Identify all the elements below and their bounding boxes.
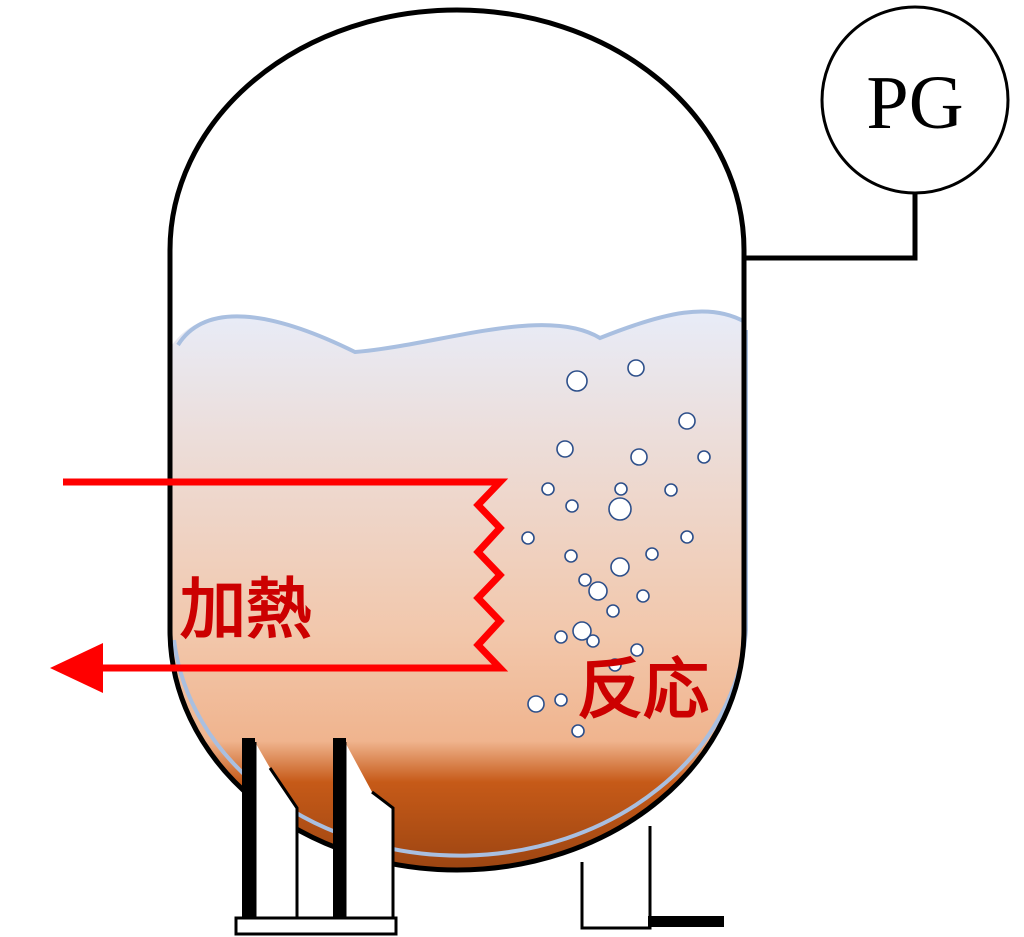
bubble	[565, 499, 579, 513]
bubble	[608, 658, 622, 672]
bubble	[630, 448, 648, 466]
bubble	[627, 359, 645, 377]
bubble	[556, 440, 574, 458]
bubble	[578, 573, 592, 587]
bubble	[566, 370, 588, 392]
bubble	[554, 630, 568, 644]
bubble	[610, 557, 630, 577]
liquid-edge-line	[172, 330, 748, 858]
heating-label: 加熱	[180, 571, 312, 648]
bubble	[664, 483, 678, 497]
bubble	[697, 450, 711, 464]
bubble	[554, 693, 568, 707]
bubble	[527, 695, 545, 713]
liquid	[172, 311, 744, 870]
bubble	[571, 724, 585, 738]
bubble	[521, 531, 535, 545]
vessel-outline	[167, 7, 747, 873]
heating-outlet-arrow-head	[50, 643, 103, 693]
bubble	[564, 549, 578, 563]
bubble	[572, 621, 592, 641]
pressure-gauge	[820, 5, 1010, 195]
bubble	[614, 482, 628, 496]
bubble	[678, 412, 696, 430]
bubble	[588, 581, 608, 601]
bubble	[636, 589, 650, 603]
bubbles	[521, 359, 711, 738]
bubble	[541, 482, 555, 496]
bubble	[608, 497, 632, 521]
left-base-plate	[234, 916, 398, 936]
right-base-plate	[648, 916, 724, 927]
left-leg-1-post	[242, 738, 255, 924]
bubble	[606, 604, 620, 618]
right-support	[580, 826, 724, 930]
liquid-body	[172, 311, 744, 870]
bubble	[630, 643, 644, 657]
bubble	[586, 634, 600, 648]
right-leg	[580, 826, 652, 930]
left-support	[234, 738, 398, 936]
bubble	[680, 530, 694, 544]
reaction-label: 反応	[577, 651, 709, 728]
heating-coil	[63, 478, 509, 672]
pressure-gauge-label: PG	[866, 61, 963, 145]
left-leg-2-post	[333, 738, 346, 924]
gauge-connector-line	[746, 192, 918, 261]
liquid-surface-line	[176, 309, 746, 355]
bubble	[645, 547, 659, 561]
